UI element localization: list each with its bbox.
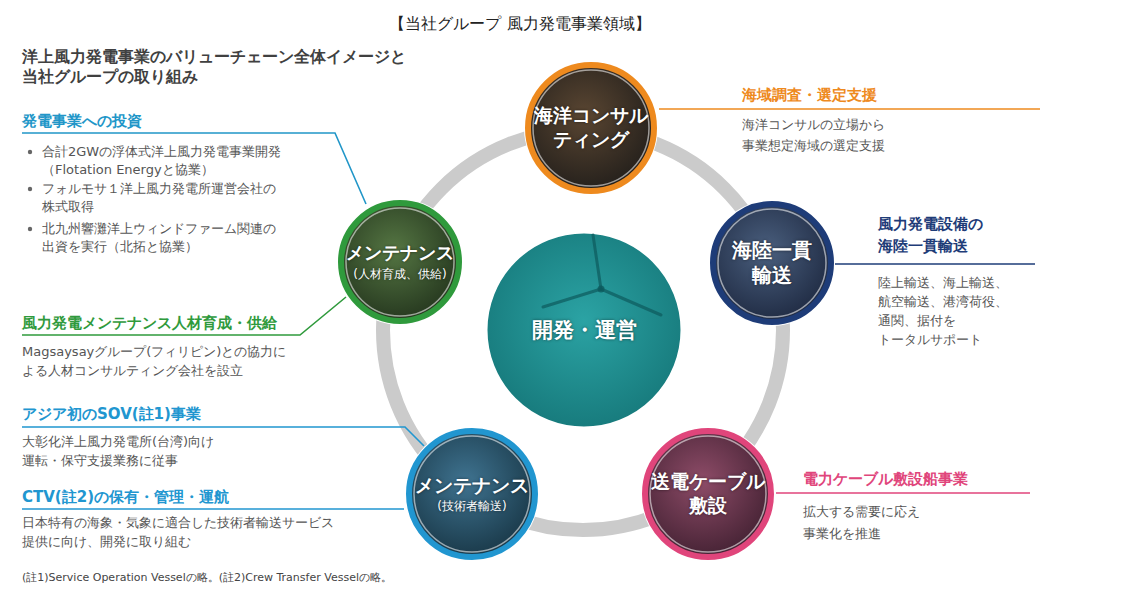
leader-line: [22, 297, 346, 335]
section-heading: 発電事業への投資: [22, 111, 142, 131]
circle-sublabel: (技術者輸送): [436, 499, 509, 514]
core-circle: 開発・運営: [481, 227, 687, 433]
section-heading: 電力ケーブル敷設船事業: [803, 469, 968, 489]
service-circle: 送電ケーブル 敷設: [640, 426, 776, 562]
body-text: 大彰化洋上風力発電所(台湾)向け 運転・保守支援業務に従事: [22, 432, 218, 470]
service-circle: メンテナンス (人材育成、供給): [336, 198, 464, 326]
circle-halo: [709, 200, 835, 326]
leader-line: [776, 492, 1030, 494]
section-heading: アジア初のSOV(註1)事業: [22, 404, 201, 424]
body-text: 日本特有の海象・気象に適合した技術者輸送サービス 提供に向け、開発に取り組む: [22, 513, 337, 551]
leader-line: [659, 108, 1040, 110]
footnote: (註1)Service Operation Vesselの略。(註2)Crew …: [22, 570, 392, 585]
bullet: [28, 227, 32, 231]
diagram-heading: 洋上風力発電事業のバリューチェーン全体イメージと 当社グループの取り組み: [22, 47, 409, 87]
circle-fill: [341, 203, 459, 321]
service-circle: メンテナンス(技術者輸送): [404, 426, 540, 562]
section-heading: CTV(註2)の保有・管理・運航: [22, 487, 229, 507]
service-circle: 海洋コンサル ティング: [523, 60, 659, 196]
leader-line: [22, 508, 404, 510]
section-heading: 海域調査・選定支援: [742, 85, 877, 105]
turbine-blade: [593, 235, 601, 289]
circle-halo: [482, 228, 686, 432]
bullet-text: 北九州響灘洋上ウィンドファーム関連の 出資を実行（北拓と協業）: [42, 220, 279, 256]
circle-label: 開発・運営: [530, 317, 638, 343]
circle-label: 海陸一貫 輸送: [731, 238, 814, 288]
circle-label: 送電ケーブル 敷設: [650, 470, 767, 518]
turbine-blade: [601, 289, 661, 315]
circle-label: メンテナンス: [414, 474, 531, 498]
circle-label: メンテナンス: [345, 242, 456, 264]
circle-halo: [524, 61, 658, 195]
turbine-hub: [598, 286, 605, 293]
circle-halo: [641, 427, 775, 561]
circle-fill: [713, 204, 831, 322]
body-text: Magsaysayグループ(フィリピン)との協力に よる人材コンサルティング会社…: [22, 342, 290, 380]
circle-inner-ring: [650, 436, 766, 552]
bullet-text: 合計2GWの浮体式洋上風力発電事業開発 （Flotation Energyと協業…: [42, 143, 285, 179]
circle-fill: [528, 65, 654, 191]
circle-inner-ring: [533, 70, 649, 186]
circle-sublabel: (人材育成、供給): [352, 267, 449, 282]
bullet: [28, 150, 32, 154]
diagram-title: 【当社グループ 風力発電事業領域】: [389, 14, 650, 34]
circle-halo: [405, 427, 539, 561]
circle-halo: [337, 199, 463, 325]
turbine-blade: [543, 289, 601, 307]
circle-fill: [645, 431, 771, 557]
body-text: 拡大する需要に応え 事業化を推進: [803, 501, 923, 545]
leader-line: [835, 263, 1035, 265]
circle-fill: [486, 232, 682, 428]
circle-fill: [409, 431, 535, 557]
circle-label: 海洋コンサル ティング: [533, 104, 650, 152]
section-heading: 風力発電設備の 海陸一貫輸送: [878, 213, 986, 257]
circle-inner-ring: [414, 436, 530, 552]
bullet: [28, 187, 32, 191]
bullet-text: フォルモサ１洋上風力発電所運営会社の 株式取得: [42, 180, 279, 216]
body-text: 陸上輸送、海上輸送、 航空輸送、港湾荷役、 通関、据付を トータルサポート: [878, 273, 1011, 349]
body-text: 海洋コンサルの立場から 事業想定海域の選定支援: [742, 114, 888, 156]
service-circle: 海陸一貫 輸送: [708, 199, 836, 327]
circle-inner-ring: [718, 209, 826, 317]
section-heading: 風力発電メンテナンス人材育成・供給: [22, 313, 277, 333]
